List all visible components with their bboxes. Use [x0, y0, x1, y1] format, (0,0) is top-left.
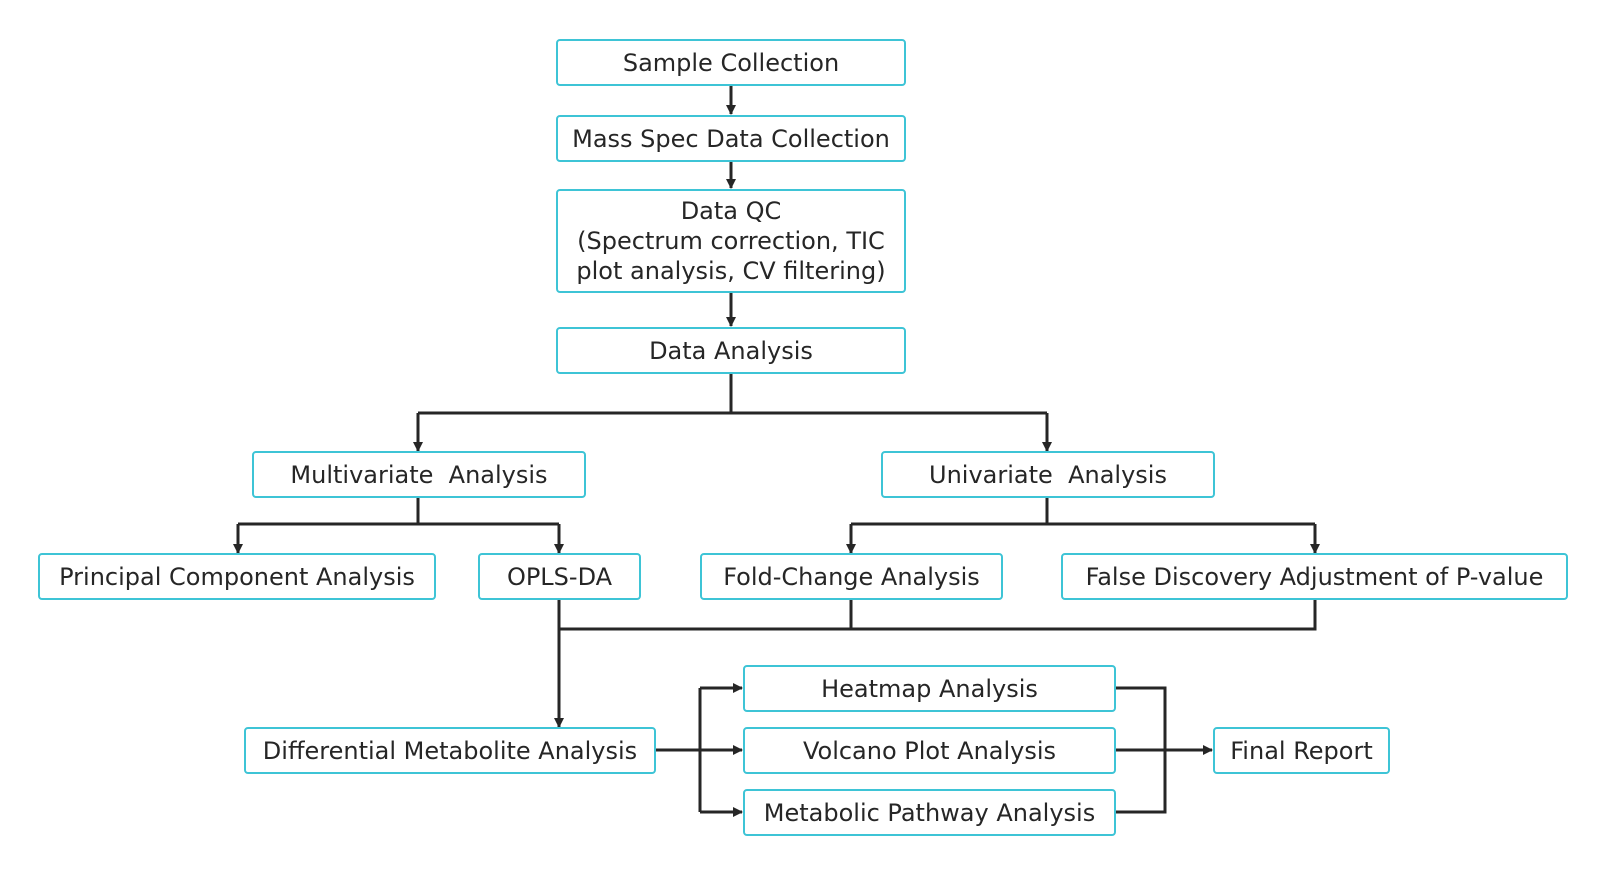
- node-opls-da: OPLS-DA: [478, 553, 641, 600]
- node-label-line2: (Spectrum correction, TIC: [577, 227, 885, 255]
- node-label: Principal Component Analysis: [59, 562, 415, 591]
- node-label: Sample Collection: [622, 48, 840, 77]
- node-label-line3: plot analysis, CV filtering): [576, 257, 886, 285]
- connector-to-report: [1116, 686, 1167, 814]
- node-heatmap-analysis: Heatmap Analysis: [743, 665, 1116, 712]
- node-label: OPLS-DA: [506, 562, 613, 591]
- node-label-line1: Data QC: [680, 197, 782, 225]
- node-label: Mass Spec Data Collection: [572, 124, 890, 153]
- node-multivariate-analysis: Multivariate Analysis: [252, 451, 586, 498]
- node-label: Differential Metabolite Analysis: [262, 736, 638, 765]
- node-final-report: Final Report: [1213, 727, 1390, 774]
- node-fold-change-analysis: Fold-Change Analysis: [700, 553, 1003, 600]
- connector-merge: [557, 599, 1317, 631]
- node-principal-component-analysis: Principal Component Analysis: [38, 553, 436, 600]
- node-label: Univariate Analysis: [929, 460, 1167, 489]
- connector-multivariate-split: [238, 497, 559, 526]
- node-sample-collection: Sample Collection: [556, 39, 906, 86]
- node-label: Metabolic Pathway Analysis: [763, 798, 1096, 827]
- node-data-qc: Data QC (Spectrum correction, TIC plot a…: [556, 189, 906, 293]
- node-label: Multivariate Analysis: [290, 460, 548, 489]
- connector-differential-out: [656, 688, 702, 812]
- node-label: Fold-Change Analysis: [723, 562, 980, 591]
- node-label: Final Report: [1230, 736, 1373, 765]
- connector-univariate-split: [851, 497, 1315, 526]
- node-differential-metabolite-analysis: Differential Metabolite Analysis: [244, 727, 656, 774]
- node-mass-spec-data-collection: Mass Spec Data Collection: [556, 115, 906, 162]
- connector-analysis-split: [418, 374, 1047, 415]
- node-univariate-analysis: Univariate Analysis: [881, 451, 1215, 498]
- node-label: Volcano Plot Analysis: [802, 736, 1057, 765]
- node-label: Data Analysis: [649, 336, 813, 365]
- node-data-analysis: Data Analysis: [556, 327, 906, 374]
- node-false-discovery-adjustment: False Discovery Adjustment of P-value: [1061, 553, 1568, 600]
- node-metabolic-pathway-analysis: Metabolic Pathway Analysis: [743, 789, 1116, 836]
- node-label: False Discovery Adjustment of P-value: [1085, 562, 1544, 591]
- node-volcano-plot-analysis: Volcano Plot Analysis: [743, 727, 1116, 774]
- node-label: Heatmap Analysis: [821, 674, 1038, 703]
